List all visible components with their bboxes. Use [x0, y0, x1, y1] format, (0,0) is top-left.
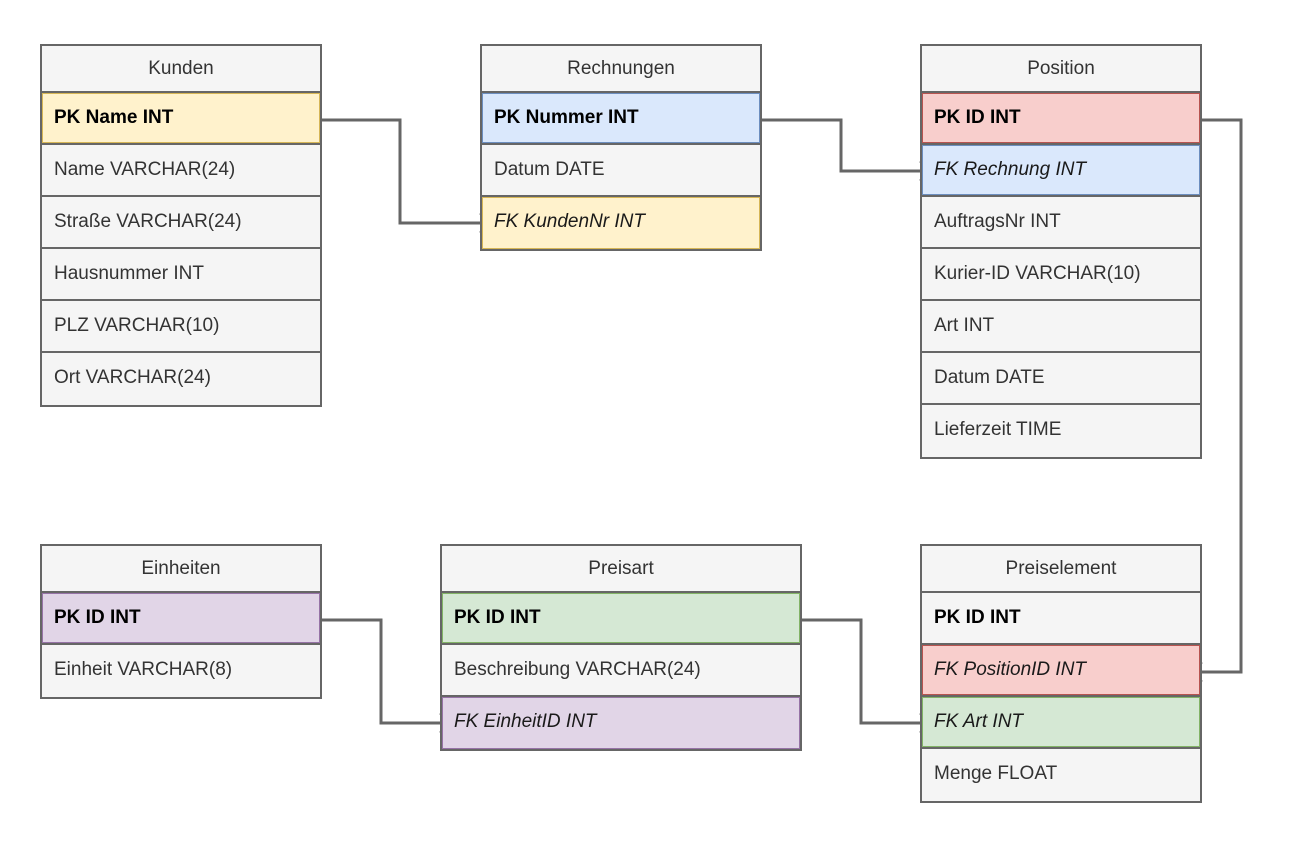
entity-title-preiselement: Preiselement — [922, 546, 1200, 593]
entity-title-einheiten: Einheiten — [42, 546, 320, 593]
attribute-row[interactable]: PK ID INT — [922, 593, 1200, 645]
attribute-row[interactable]: FK PositionID INT — [922, 645, 1200, 697]
attribute-row[interactable]: FK Rechnung INT — [922, 145, 1200, 197]
attribute-row[interactable]: Kurier-ID VARCHAR(10) — [922, 249, 1200, 301]
attribute-row[interactable]: Datum DATE — [922, 353, 1200, 405]
attribute-row[interactable]: Hausnummer INT — [42, 249, 320, 301]
relationship-kunden-rechnungen — [320, 118, 501, 235]
relationship-line — [320, 118, 482, 225]
attribute-row[interactable]: Straße VARCHAR(24) — [42, 197, 320, 249]
attribute-row[interactable]: PLZ VARCHAR(10) — [42, 301, 320, 353]
attribute-row[interactable]: Datum DATE — [482, 145, 760, 197]
attribute-row[interactable]: AuftragsNr INT — [922, 197, 1200, 249]
entity-title-kunden: Kunden — [42, 46, 320, 93]
attribute-row[interactable]: PK ID INT — [922, 93, 1200, 145]
attribute-row[interactable]: Name VARCHAR(24) — [42, 145, 320, 197]
attribute-row[interactable]: PK ID INT — [442, 593, 800, 645]
relationship-line — [1200, 118, 1243, 674]
entity-title-position: Position — [922, 46, 1200, 93]
relationship-rechnungen-position — [760, 118, 941, 183]
attribute-row[interactable]: Menge FLOAT — [922, 749, 1200, 801]
entity-title-preisart: Preisart — [442, 546, 800, 593]
attribute-row[interactable]: Lieferzeit TIME — [922, 405, 1200, 457]
relationship-line — [800, 618, 922, 725]
attribute-row[interactable]: Art INT — [922, 301, 1200, 353]
attribute-row[interactable]: Ort VARCHAR(24) — [42, 353, 320, 405]
relationship-line — [320, 618, 442, 725]
attribute-row[interactable]: PK Name INT — [42, 93, 320, 145]
attribute-row[interactable]: PK ID INT — [42, 593, 320, 645]
attribute-row[interactable]: Einheit VARCHAR(8) — [42, 645, 320, 697]
entity-title-rechnungen: Rechnungen — [482, 46, 760, 93]
attribute-row[interactable]: PK Nummer INT — [482, 93, 760, 145]
attribute-row[interactable]: FK KundenNr INT — [482, 197, 760, 249]
attribute-row[interactable]: Beschreibung VARCHAR(24) — [442, 645, 800, 697]
relationship-line — [760, 118, 922, 173]
attribute-row[interactable]: FK EinheitID INT — [442, 697, 800, 749]
attribute-row[interactable]: FK Art INT — [922, 697, 1200, 749]
